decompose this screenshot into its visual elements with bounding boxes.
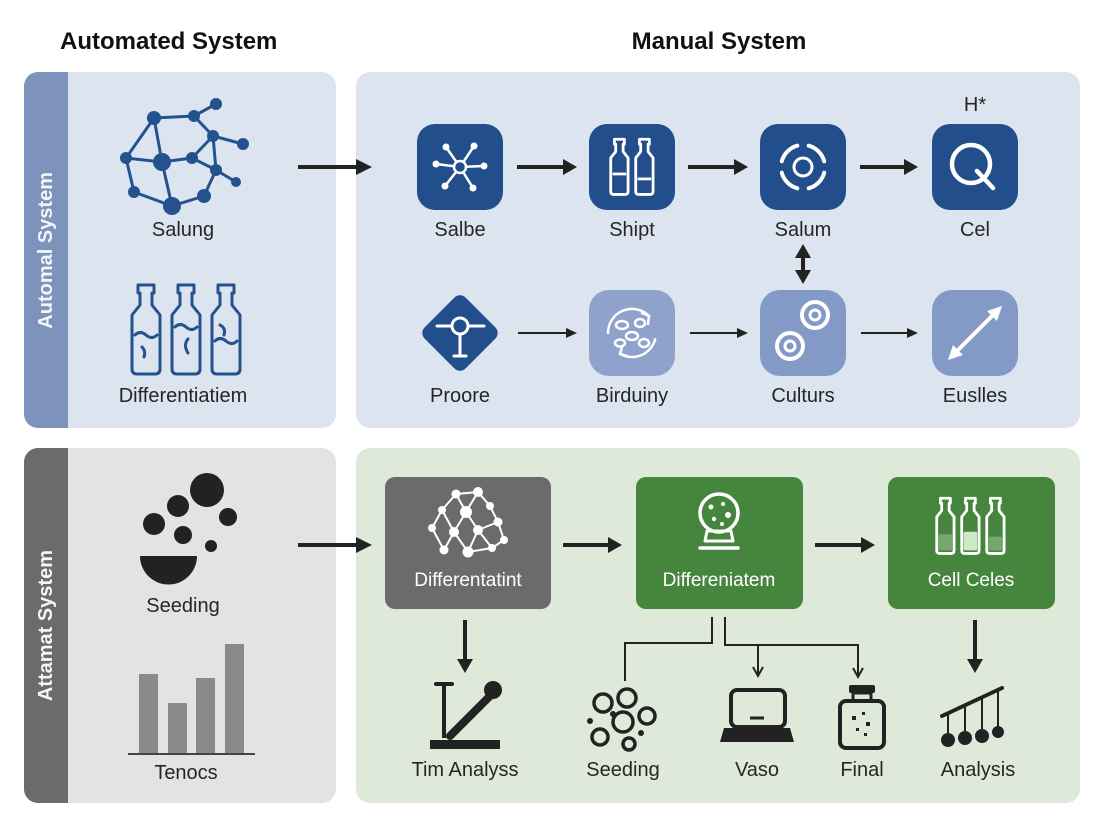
- pendulum-icon: [940, 686, 1004, 747]
- arrow-automated-to-manual-top: [298, 159, 372, 175]
- label-tenocs: Tenocs: [154, 762, 218, 784]
- bar-chart-icon: [128, 644, 255, 755]
- scanner-icon: [720, 688, 794, 742]
- label-final: Final: [840, 759, 884, 781]
- top-side-strip: Automal System: [24, 72, 68, 428]
- label-salbe: Salbe: [434, 219, 486, 241]
- molecule-network-icon: [428, 487, 508, 558]
- automated-system-header: Automated System: [60, 28, 278, 55]
- arrow-differentatint-to-tim-analyss: [457, 620, 473, 673]
- label-culturs: Culturs: [771, 385, 835, 407]
- magnifier-icon: [932, 124, 1018, 210]
- rings-icon: [760, 290, 846, 376]
- top-left-panel: Automal System: [24, 72, 336, 428]
- molecule-network-icon: [120, 98, 249, 215]
- double-arrow-salum-culturs: [795, 244, 811, 284]
- annotation-h-star: H*: [963, 94, 987, 116]
- label-cell-celes: Cell Celes: [927, 570, 1015, 591]
- diagonal-arrow-icon: [932, 290, 1018, 376]
- label-salung: Salung: [151, 219, 215, 241]
- label-seeding-left: Seeding: [146, 595, 220, 617]
- cells-cycle-icon: [589, 290, 675, 376]
- label-salum: Salum: [774, 219, 832, 241]
- label-vaso: Vaso: [734, 759, 780, 781]
- bottles-icon: [130, 283, 242, 376]
- arrow-culturs-to-euslles: [861, 328, 918, 338]
- label-proore: Proore: [429, 385, 491, 407]
- chain-rings-icon: [587, 687, 657, 752]
- bottom-side-strip: Attamat System: [24, 448, 68, 803]
- arrow-differentatint-to-differeniatem: [563, 537, 622, 553]
- label-euslles: Euslles: [942, 385, 1008, 407]
- label-shipt: Shipt: [609, 219, 655, 241]
- label-differeniatem: Differeniatem: [662, 570, 776, 591]
- arrow-salbe-to-shipt: [517, 159, 577, 175]
- arrow-salum-to-cel: [860, 159, 918, 175]
- differentatint-box: [385, 477, 551, 609]
- arrow-automated-to-manual-bottom: [298, 537, 372, 553]
- manual-system-header: Manual System: [631, 28, 807, 55]
- label-analysis: Analysis: [940, 759, 1016, 781]
- arrow-differeniatem-to-cell-celes: [815, 537, 875, 553]
- bottles-icon: [935, 496, 1006, 555]
- differeniatem-box: [636, 477, 803, 609]
- arrow-birduiny-to-culturs: [690, 328, 748, 338]
- microscope-icon: [430, 681, 502, 749]
- arrow-shipt-to-salum: [688, 159, 748, 175]
- seeding-bowl-icon: [140, 473, 237, 585]
- probe-icon: [422, 295, 498, 371]
- cell-celes-box: [888, 477, 1055, 609]
- label-differentiatiem: Differentiatiem: [118, 385, 248, 407]
- bottles-icon: [589, 124, 675, 210]
- arrow-cell-celes-to-analysis: [967, 620, 983, 673]
- label-tim-analyss: Tim Analyss: [411, 759, 519, 781]
- branch-connectors: [624, 617, 864, 681]
- hub-spokes-icon: [417, 124, 503, 210]
- jar-icon: [838, 685, 886, 750]
- label-seeding-output: Seeding: [586, 759, 660, 781]
- globe-lamp-icon: [698, 492, 740, 550]
- label-differentatint: Differentatint: [414, 570, 522, 591]
- label-birduiny: Birduiny: [595, 385, 669, 407]
- label-cel: Cel: [959, 219, 991, 241]
- arrow-proore-to-birduiny: [518, 328, 577, 338]
- rotate-cycle-icon: [760, 124, 846, 210]
